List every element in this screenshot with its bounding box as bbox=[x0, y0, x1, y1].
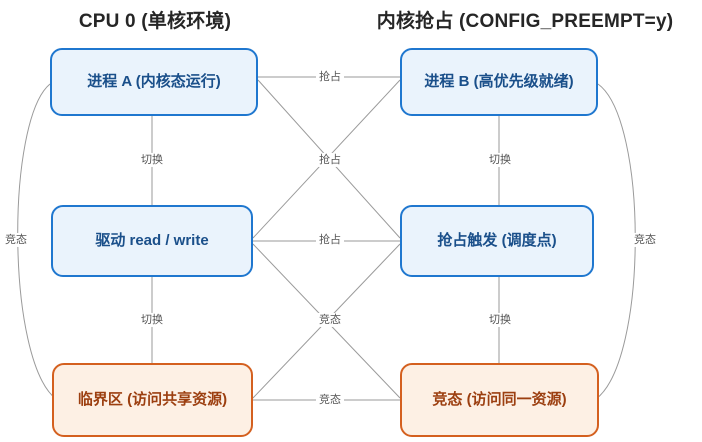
edge-label-switch-right-lower: 切换 bbox=[486, 312, 514, 328]
edge-label-switch-right-upper: 切换 bbox=[486, 152, 514, 168]
node-race-condition[interactable]: 竞态 (访问同一资源) bbox=[400, 363, 599, 437]
column-title-cpu0: CPU 0 (单核环境) bbox=[78, 11, 232, 32]
edge-label-race-lower-cross: 竞态 bbox=[316, 312, 344, 328]
node-critical-section[interactable]: 临界区 (访问共享资源) bbox=[52, 363, 253, 437]
edge-label-switch-left-upper: 切换 bbox=[138, 152, 166, 168]
edge-label-race-right-arc: 竞态 bbox=[631, 232, 659, 248]
edge-label-race-left-arc: 竞态 bbox=[2, 232, 30, 248]
node-preempt-trigger[interactable]: 抢占触发 (调度点) bbox=[400, 205, 594, 277]
edge-arc-proc-b-to-race bbox=[595, 83, 636, 400]
edge-label-switch-left-lower: 切换 bbox=[138, 312, 166, 328]
edge-label-preempt-top: 抢占 bbox=[316, 69, 344, 85]
edge-label-race-bottom: 竞态 bbox=[316, 392, 344, 408]
node-process-b[interactable]: 进程 B (高优先级就绪) bbox=[400, 48, 598, 116]
edge-label-preempt-upper-cross: 抢占 bbox=[316, 152, 344, 168]
node-driver-read-write[interactable]: 驱动 read / write bbox=[51, 205, 253, 277]
node-process-a[interactable]: 进程 A (内核态运行) bbox=[50, 48, 258, 116]
column-title-kernel-preempt: 内核抢占 (CONFIG_PREEMPT=y) bbox=[376, 11, 674, 32]
edge-label-preempt-middle: 抢占 bbox=[316, 232, 344, 248]
